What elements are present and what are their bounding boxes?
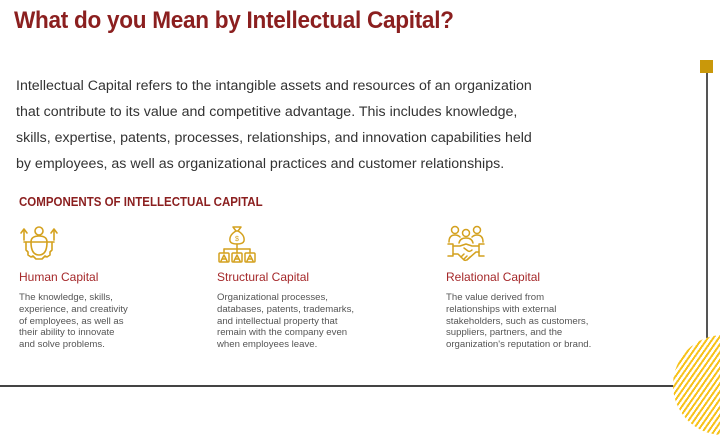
desc-line: suppliers, partners, and the <box>446 327 563 339</box>
desc-line: of employees, as well as <box>19 315 124 327</box>
desc-line: organization's reputation or brand. <box>446 339 592 351</box>
component-human-capital: Human Capital The knowledge, skills, exp… <box>19 224 128 350</box>
component-name: Human Capital <box>19 270 99 284</box>
desc-line: and intellectual property that <box>217 315 338 327</box>
component-description: The knowledge, skills, experience, and c… <box>19 292 128 351</box>
intro-line: Intellectual Capital refers to the intan… <box>16 78 532 94</box>
desc-line: The knowledge, skills, <box>19 292 113 303</box>
desc-line: remain with the company even <box>217 327 348 339</box>
hatched-circle-decoration <box>673 335 720 435</box>
component-relational-capital: Relational Capital The value derived fro… <box>446 224 591 350</box>
intro-line: by employees, as well as organizational … <box>16 156 505 172</box>
desc-line: Organizational processes, <box>217 292 328 303</box>
component-name: Relational Capital <box>446 270 541 284</box>
desc-line: relationships with external <box>446 303 557 315</box>
intro-line: that contribute to its value and competi… <box>16 104 518 120</box>
component-structural-capital: $ Structural Capital Organizational proc… <box>217 224 354 350</box>
vertical-divider-line <box>706 72 708 347</box>
desc-line: stakeholders, such as customers, <box>446 315 589 327</box>
human-capital-icon <box>20 226 58 260</box>
svg-text:$: $ <box>235 236 239 243</box>
desc-line: when employees leave. <box>217 339 318 351</box>
desc-line: their ability to innovate <box>19 327 115 339</box>
structural-capital-icon: $ <box>218 226 256 263</box>
relational-capital-icon <box>447 225 485 262</box>
component-description: The value derived from relationships wit… <box>446 292 591 351</box>
horizontal-divider-line <box>0 385 675 387</box>
page-title: What do you Mean by Intellectual Capital… <box>14 7 454 34</box>
component-description: Organizational processes, databases, pat… <box>217 292 354 351</box>
gold-square-marker <box>700 60 713 73</box>
desc-line: experience, and creativity <box>19 303 128 315</box>
desc-line: and solve problems. <box>19 339 105 351</box>
section-heading: COMPONENTS OF INTELLECTUAL CAPITAL <box>19 195 263 209</box>
intro-line: skills, expertise, patents, processes, r… <box>16 130 532 146</box>
intro-paragraph: Intellectual Capital refers to the intan… <box>16 73 596 177</box>
desc-line: databases, patents, trademarks, <box>217 303 355 315</box>
component-name: Structural Capital <box>217 270 310 284</box>
desc-line: The value derived from <box>446 292 545 303</box>
